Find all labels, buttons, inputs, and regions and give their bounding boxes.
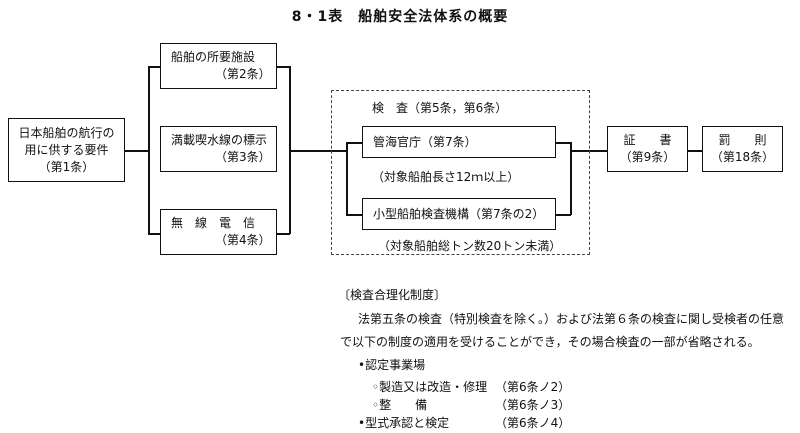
requirement-loadline-box: 満載喫水線の標示 （第3条）	[160, 126, 277, 172]
requirement-radio-label: 無 線 電 信	[171, 216, 256, 230]
table-title: 8・1表 船舶安全法体系の概要	[291, 9, 509, 25]
authority-maritime-box: 管海官庁（第7条）	[362, 126, 556, 158]
requirement-radio-article: （第4条）	[215, 233, 271, 247]
notes-subitem-maintenance-ref: （第6条ノ3）	[495, 398, 571, 412]
certificate-box: 証 書 （第9条）	[607, 126, 688, 172]
notes-item-type-approval-label: •型式承認と検定	[358, 416, 450, 430]
notes-subitem-manufacture-label: ◦製造又は改造・修理	[372, 380, 488, 394]
notes-heading: 〔検査合理化制度〕	[338, 288, 447, 302]
connector-insp1-left	[346, 142, 362, 144]
root-line3: （第1条）	[38, 160, 95, 174]
authority-maritime-label: 管海官庁（第7条）	[373, 135, 477, 149]
requirement-radio-box: 無 線 電 信 （第4条）	[160, 209, 277, 255]
notes-item-type-approval-ref: （第6条ノ4）	[495, 416, 571, 430]
requirement-facilities-article: （第2条）	[215, 67, 271, 81]
authority-smallcraft-box: 小型船舶検査機構（第7条の2）	[362, 198, 556, 230]
notes-paragraph-line2: で以下の制度の適用を受けることができ，その場合検査の一部が省略される。	[340, 335, 760, 349]
connector-req1-right	[276, 66, 290, 68]
certificate-label: 証 書	[623, 133, 672, 147]
requirement-facilities-box: 船舶の所要施設 （第2条）	[160, 43, 277, 89]
connector-insp-right-vertical	[570, 142, 572, 215]
root-requirement-box: 日本船舶の航行の 用に供する要件 （第1条）	[8, 118, 125, 182]
certificate-article: （第9条）	[619, 150, 676, 164]
connector-to-penalty	[687, 150, 703, 152]
connector-root-out	[124, 150, 148, 152]
requirement-facilities-label: 船舶の所要施設	[171, 50, 256, 64]
authority-smallcraft-label: 小型船舶検査機構（第7条の2）	[373, 207, 545, 221]
connector-insp-left-vertical	[346, 142, 348, 215]
authority-maritime-note: （対象船舶長さ12ｍ以上）	[372, 170, 520, 184]
connector-req3-right	[276, 233, 290, 235]
connector-req3	[148, 233, 160, 235]
authority-smallcraft-note: （対象船舶総トン数20トン未満）	[378, 239, 562, 253]
connector-insp2-right	[555, 214, 571, 216]
penalty-label: 罰 則	[718, 133, 767, 147]
requirement-loadline-label: 満載喫水線の標示	[171, 133, 268, 147]
notes-paragraph-line1: 法第五条の検査（特別検査を除く。）および法第６条の検査に関し受検者の任意	[358, 312, 785, 326]
notes-subitem-maintenance-label: ◦整 備	[372, 398, 428, 412]
connector-req1	[148, 66, 160, 68]
connector-insp1-right	[555, 142, 571, 144]
penalty-box: 罰 則 （第18条）	[702, 126, 783, 172]
inspection-group	[331, 90, 590, 255]
connector-main	[289, 150, 346, 152]
connector-insp2-left	[346, 214, 362, 216]
notes-subitem-manufacture-ref: （第6条ノ2）	[495, 380, 571, 394]
connector-req-vertical	[148, 66, 150, 234]
requirement-loadline-article: （第3条）	[215, 150, 271, 164]
root-line2: 用に供する要件	[24, 143, 109, 157]
root-line1: 日本船舶の航行の	[18, 126, 115, 140]
notes-item-certified-works: •認定事業場	[358, 358, 426, 372]
inspection-title: 検 査（第5条，第6条）	[372, 101, 508, 115]
penalty-article: （第18条）	[710, 150, 775, 164]
